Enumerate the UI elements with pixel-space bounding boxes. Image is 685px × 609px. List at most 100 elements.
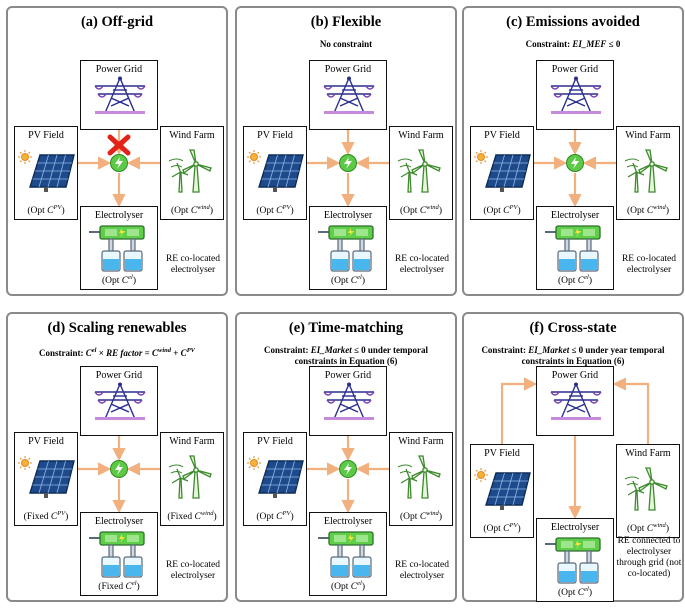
wind-capacity: (Opt Cwind)	[400, 203, 442, 216]
wind-capacity: (Opt Cwind)	[400, 509, 442, 522]
wind-label: Wind Farm	[169, 436, 215, 447]
pv-label: PV Field	[257, 436, 293, 447]
wind-farm-node: Wind Farm(Fixed Cwind)	[160, 432, 224, 526]
electrolyser-node: Electrolyser (Opt Cel)	[80, 206, 158, 290]
grid-label: Power Grid	[551, 370, 599, 381]
electrolyser-icon	[89, 225, 145, 272]
pv-field-node: PV Field (Opt CPV)	[470, 126, 534, 220]
wind-capacity: (Opt Cwind)	[627, 521, 669, 534]
panel-title: (f) Cross-state	[529, 320, 617, 336]
panel-title: (b) Flexible	[310, 14, 382, 30]
panel-title: (e) Time-matching	[288, 320, 404, 336]
pv-field-node: PV Field (Opt CPV)	[243, 432, 307, 526]
pv-label: PV Field	[28, 436, 64, 447]
pv-capacity: (Opt CPV)	[27, 203, 65, 216]
power-grid-tower-icon	[94, 76, 146, 114]
constraint-text: Constraint: EI_Market ≤ 0 under temporal…	[263, 345, 429, 366]
wind-label: Wind Farm	[169, 130, 215, 141]
lightning-hub-icon	[110, 460, 128, 478]
pv-to-grid-arrow	[500, 377, 538, 444]
pv-field-node: PV Field (Opt CPV)	[14, 126, 78, 220]
electrolyser-icon	[318, 225, 374, 272]
electrolyser-icon	[89, 531, 145, 578]
electrolyser-icon	[318, 531, 374, 578]
power-grid-node: Power Grid	[309, 366, 387, 436]
wind-turbine-icon	[168, 149, 212, 193]
electrolyser-label: Electrolyser	[94, 210, 144, 221]
lightning-hub-icon	[110, 154, 128, 172]
lightning-hub-icon	[566, 154, 584, 172]
grid-label: Power Grid	[95, 370, 143, 381]
power-flow-links	[307, 120, 389, 208]
grid-label: Power Grid	[324, 370, 372, 381]
constraint-text: Constraint: Cel × RE factor = Cwind + CP…	[38, 347, 195, 358]
electrolyser-node: Electrolyser (Opt Cel)	[536, 518, 614, 602]
power-flow-links	[307, 426, 389, 514]
electrolyser-capacity: (Opt Cel)	[330, 273, 365, 286]
electrolyser-capacity: (Opt Cel)	[101, 273, 136, 286]
electrolyser-node: Electrolyser(Opt Cel)	[536, 206, 614, 290]
electrolyser-label: Electrolyser	[94, 516, 144, 527]
wind-capacity: (Opt Cwind)	[171, 203, 213, 216]
power-grid-node: Power Grid	[536, 60, 614, 130]
grid-label: Power Grid	[95, 64, 143, 75]
electrolyser-node: Electrolyser (Opt Cel)	[309, 512, 387, 596]
configuration-note: RE co-located electrolyser	[165, 254, 221, 275]
wind-farm-node: Wind Farm(Opt Cwind)	[616, 444, 680, 538]
constraint-text: Constraint: EI_Market ≤ 0 under year tem…	[481, 345, 665, 366]
electrolyser-label: Electrolyser	[550, 522, 600, 533]
grid-label: Power Grid	[551, 64, 599, 75]
electrolyser-label: Electrolyser	[323, 516, 373, 527]
wind-farm-node: Wind Farm (Opt Cwind)	[389, 126, 453, 220]
pv-label: PV Field	[484, 448, 520, 459]
power-grid-tower-icon	[323, 76, 375, 114]
power-grid-node: Power Grid	[80, 60, 158, 130]
electrolyser-node: Electrolyser(Fixed Cel)	[80, 512, 158, 596]
lightning-hub-icon	[339, 460, 357, 478]
solar-panel-icon	[18, 150, 75, 192]
electrolyser-capacity: (Opt Cel)	[557, 585, 592, 598]
wind-turbine-icon	[397, 455, 441, 499]
wind-turbine-icon	[168, 455, 212, 499]
electrolyser-label: Electrolyser	[323, 210, 373, 221]
wind-farm-node: Wind Farm(Opt Cwind)	[389, 432, 453, 526]
wind-farm-node: Wind Farm(Opt Cwind)	[616, 126, 680, 220]
constraint-text: No constraint	[319, 39, 373, 49]
power-grid-node: Power Grid	[536, 366, 614, 436]
electrolyser-icon	[545, 225, 601, 272]
pv-label: PV Field	[28, 130, 64, 141]
pv-label: PV Field	[484, 130, 520, 141]
pv-field-node: PV Field(Fixed CPV)	[14, 432, 78, 526]
solar-panel-icon	[18, 456, 75, 498]
power-grid-tower-icon	[550, 382, 602, 420]
configuration-note: RE co-located electrolyser	[621, 254, 677, 275]
red-cross-icon	[107, 134, 131, 156]
pv-field-node: PV Field(Opt CPV)	[243, 126, 307, 220]
power-flow-links	[534, 120, 616, 208]
electrolyser-capacity: (Opt Cel)	[330, 579, 365, 592]
power-flow-links	[78, 426, 160, 514]
power-flow-links	[500, 377, 650, 520]
panel-title: (a) Off-grid	[80, 14, 154, 30]
configuration-note: RE co-located electrolyser	[394, 254, 450, 275]
pv-capacity: (Opt CPV)	[483, 521, 521, 534]
panel-title: (c) Emissions avoided	[506, 14, 640, 30]
wind-label: Wind Farm	[398, 130, 444, 141]
electrolyser-capacity: (Opt Cel)	[557, 273, 592, 286]
electrolyser-node: Electrolyser (Opt Cel)	[309, 206, 387, 290]
electrolyser-icon	[545, 537, 601, 584]
wind-farm-node: Wind Farm (Opt Cwind)	[160, 126, 224, 220]
pv-field-node: PV Field (Opt CPV)	[470, 444, 534, 538]
configuration-note: RE co-located electrolyser	[165, 560, 221, 581]
lightning-hub-icon	[339, 154, 357, 172]
pv-capacity: (Opt CPV)	[256, 509, 294, 522]
solar-panel-icon	[247, 456, 304, 498]
power-grid-node: Power Grid	[309, 60, 387, 130]
wind-label: Wind Farm	[625, 130, 671, 141]
solar-panel-icon	[474, 468, 531, 510]
pv-capacity: (Opt CPV)	[483, 203, 521, 216]
configuration-note: RE co-located electrolyser	[394, 560, 450, 581]
